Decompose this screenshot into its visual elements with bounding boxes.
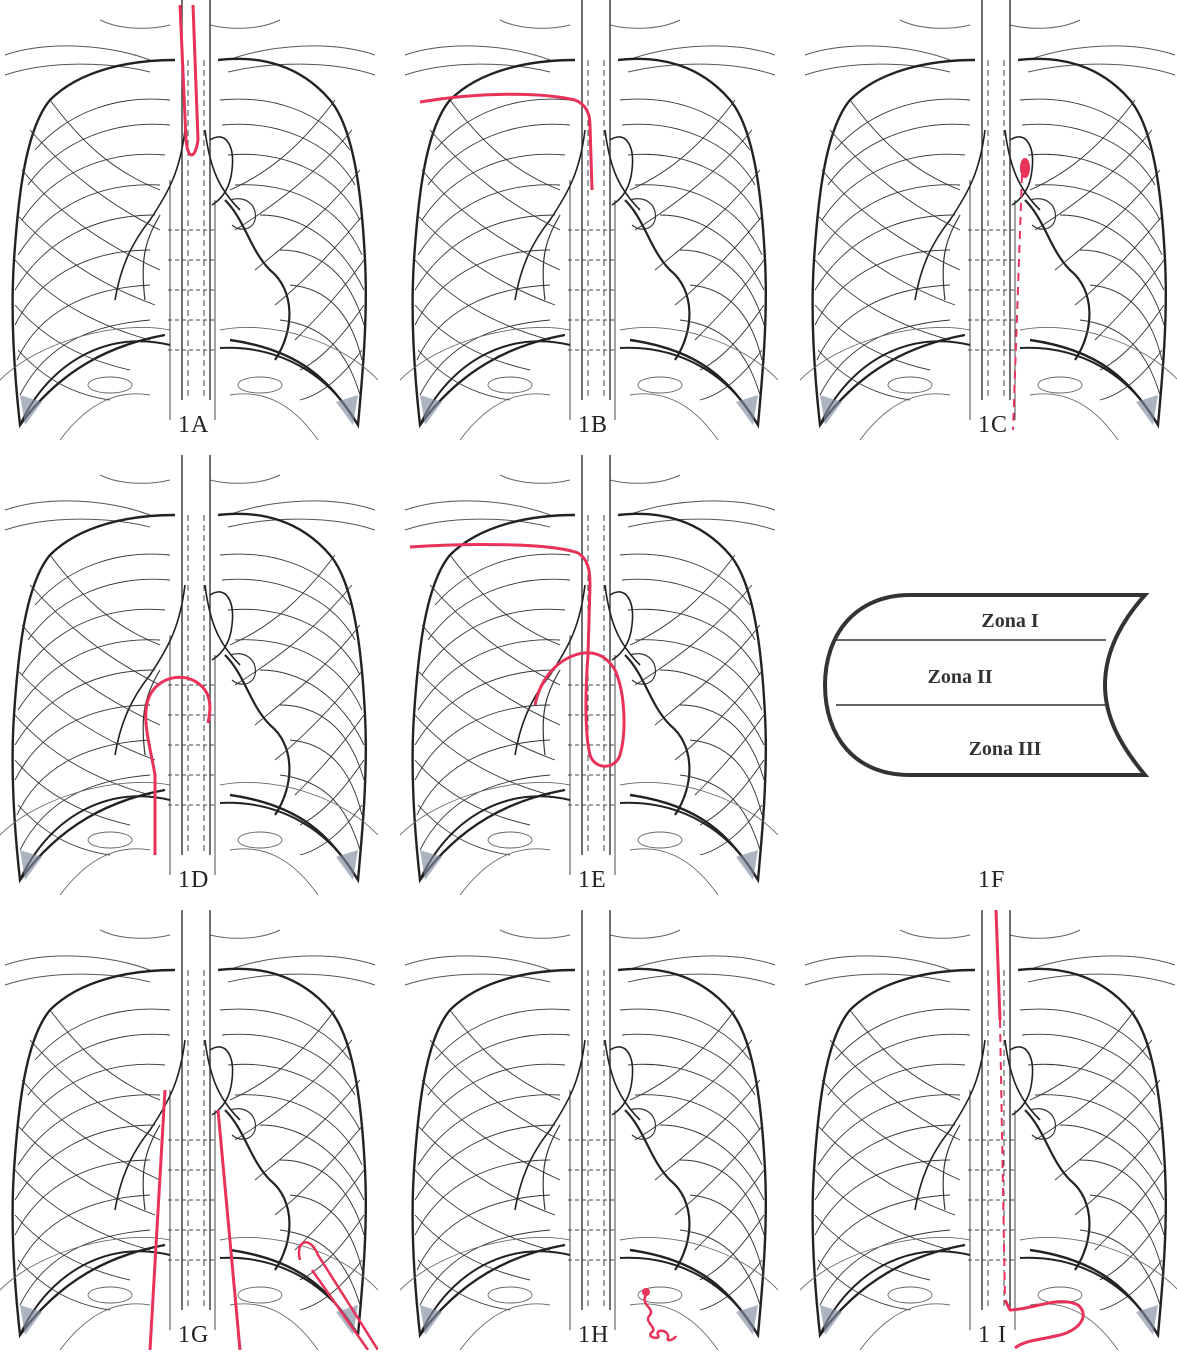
catheter-1e — [410, 545, 624, 767]
zone-2-label: Zona II — [927, 666, 992, 688]
chest-diagram-1i — [800, 910, 1177, 1350]
panel-1b: 1B — [400, 0, 778, 445]
drain-1g — [299, 1242, 378, 1350]
panel-label: 1C — [978, 412, 1008, 439]
chest-diagram-1a — [0, 0, 378, 445]
catheter-tip-1h — [642, 1288, 650, 1296]
chest-diagram-1e — [400, 455, 778, 900]
catheter-1i-upper — [996, 910, 1000, 1020]
panel-1a: 1A — [0, 0, 378, 445]
panel-label: 1B — [578, 412, 608, 439]
panel-1d: 1D — [0, 455, 378, 900]
panel-label: 1F — [978, 867, 1005, 894]
catheter-1g-left — [218, 1110, 240, 1350]
catheter-1b — [420, 94, 592, 190]
chest-diagram-1g — [0, 910, 378, 1350]
catheter-1d — [146, 677, 210, 855]
panel-1c: 1C — [800, 0, 1177, 445]
panel-1g: 1G — [0, 910, 378, 1355]
zone-1-label: Zona I — [981, 610, 1038, 632]
panel-1h: 1H — [400, 910, 778, 1355]
panel-label: 1E — [578, 867, 607, 894]
chest-diagram-1d — [0, 455, 378, 900]
catheter-1c — [1013, 175, 1022, 430]
panel-1i: 1 I — [800, 910, 1177, 1355]
chest-diagram-1c — [800, 0, 1177, 445]
panel-1f: Zona I Zona II Zona III 1F — [800, 455, 1177, 900]
chest-diagram-1h — [400, 910, 778, 1350]
zone-3-label: Zona III — [969, 738, 1042, 760]
catheter-1i-tail — [1005, 1300, 1083, 1348]
chest-diagram-1b — [400, 0, 778, 445]
panel-label: 1G — [178, 1322, 209, 1349]
panel-label: 1H — [578, 1322, 609, 1349]
panel-label: 1 I — [978, 1322, 1007, 1349]
zones-diagram: Zona I Zona II Zona III — [800, 455, 1177, 900]
panel-label: 1D — [178, 867, 209, 894]
panel-label: 1A — [178, 412, 209, 439]
panel-1e: 1E — [400, 455, 778, 900]
